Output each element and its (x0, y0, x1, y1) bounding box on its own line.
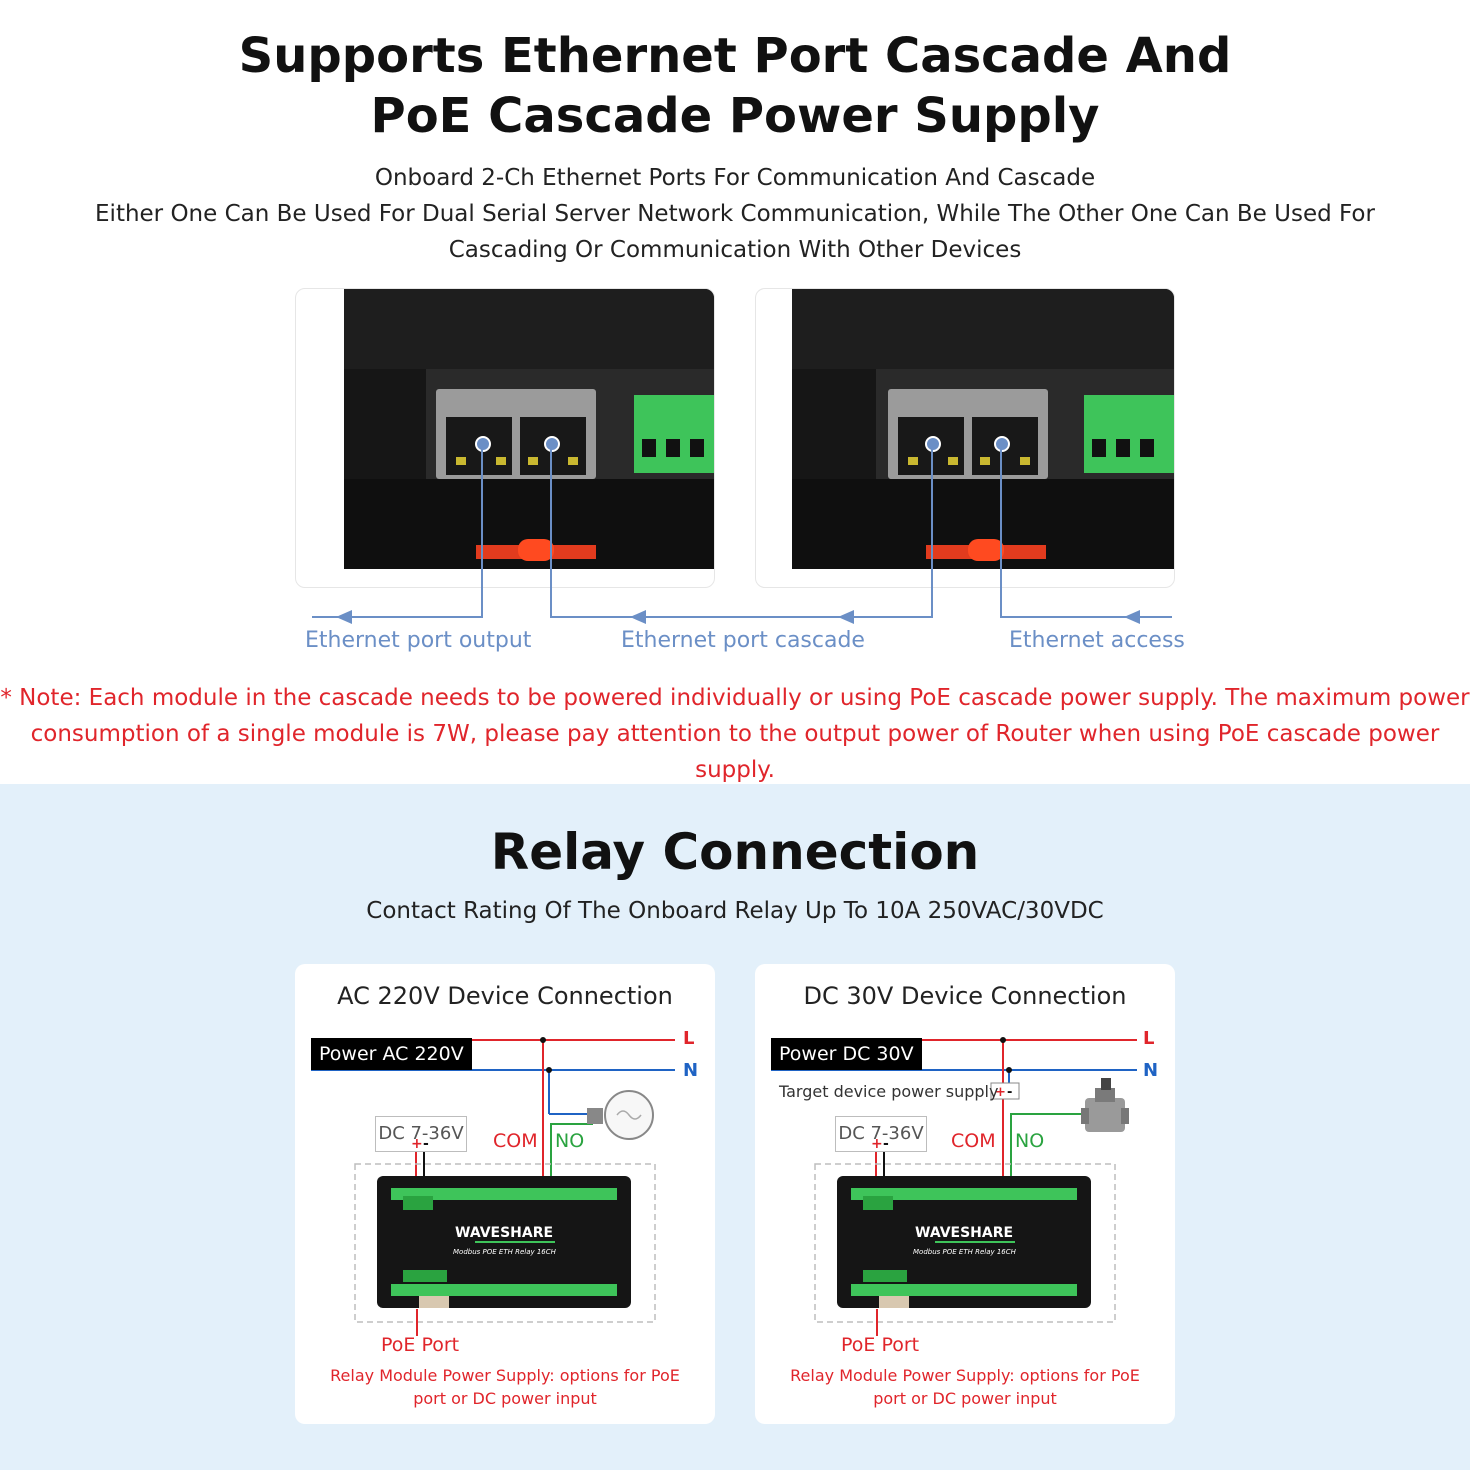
ethernet-module-illustration (792, 289, 1174, 569)
ac-wiring-diagram: WAVESHARE Modbus POE ETH Relay 16CH (311, 1037, 675, 1336)
cascade-title-line2: PoE Cascade Power Supply (370, 88, 1100, 144)
model-label: Modbus POE ETH Relay 16CH (453, 1248, 557, 1256)
live-line-label: L (1143, 1028, 1155, 1049)
brand-logo: WAVESHARE (455, 1225, 553, 1241)
arrow-left-icon (838, 610, 854, 624)
arrow-left-icon (1124, 610, 1140, 624)
model-label: Modbus POE ETH Relay 16CH (913, 1248, 1017, 1256)
plus-sign: + (871, 1136, 883, 1152)
minus-sign: - (883, 1136, 889, 1152)
poe-port-label: PoE Port (841, 1334, 920, 1356)
relay-section (0, 784, 1470, 1470)
cascade-section: Supports Ethernet Port Cascade And PoE C… (0, 28, 1470, 783)
ac-power-label: Power AC 220V (311, 1038, 472, 1070)
solenoid-valve-icon (1081, 1078, 1129, 1132)
supply-note-line1: Relay Module Power Supply: options for P… (330, 1366, 680, 1385)
poe-port-label: PoE Port (381, 1334, 460, 1356)
relay-module-illustration: WAVESHARE Modbus POE ETH Relay 16CH (837, 1176, 1091, 1308)
light-bulb-icon (587, 1090, 654, 1140)
live-line-label: L (683, 1028, 695, 1049)
cascade-title-line1: Supports Ethernet Port Cascade And (238, 28, 1232, 84)
plus-sign: + (411, 1136, 423, 1152)
ethernet-module-illustration (344, 289, 714, 569)
svg-text:-: - (1007, 1085, 1012, 1100)
module-photo-1 (295, 288, 715, 588)
ethernet-access-label: Ethernet access (1009, 628, 1185, 653)
arrow-left-icon (336, 610, 352, 624)
supply-note-line2: port or DC power input (873, 1389, 1057, 1408)
target-supply-label: Target device power supply (779, 1082, 999, 1101)
dc-connection-card: + - WAVESHARE Modbus POE ETH Relay 16CH … (755, 964, 1175, 1424)
ac-card-title: AC 220V Device Connection (337, 982, 673, 1010)
cascade-subtitle-line2: Either One Can Be Used For Dual Serial S… (95, 201, 1375, 227)
arrow-left-icon (630, 610, 646, 624)
no-label: NO (555, 1130, 585, 1152)
supply-note: Relay Module Power Supply: options for P… (295, 1364, 715, 1410)
brand-logo: WAVESHARE (915, 1225, 1013, 1241)
relay-module-illustration: WAVESHARE Modbus POE ETH Relay 16CH (377, 1176, 631, 1308)
power-note-line2: consumption of a single module is 7W, pl… (30, 721, 1440, 783)
no-label: NO (1015, 1130, 1045, 1152)
com-label: COM (951, 1130, 996, 1152)
neutral-line-label: N (1143, 1060, 1159, 1081)
ethernet-flow-lines (312, 442, 1172, 624)
ac-connection-card: WAVESHARE Modbus POE ETH Relay 16CH AC 2… (295, 964, 715, 1424)
relay-title: Relay Connection (490, 823, 980, 881)
power-note-line1: * Note: Each module in the cascade needs… (0, 685, 1470, 711)
neutral-line-label: N (683, 1060, 699, 1081)
dc-card-title: DC 30V Device Connection (803, 982, 1127, 1010)
svg-text:+: + (995, 1085, 1006, 1100)
supply-note: Relay Module Power Supply: options for P… (755, 1364, 1175, 1410)
relay-subtitle: Contact Rating Of The Onboard Relay Up T… (366, 898, 1104, 924)
dc-wiring-diagram: + - WAVESHARE Modbus POE ETH Relay 16CH (771, 1037, 1137, 1336)
dc-input-label: DC 7-36V (375, 1116, 467, 1152)
minus-sign: - (423, 1136, 429, 1152)
dc-input-label: DC 7-36V (835, 1116, 927, 1152)
supply-note-line1: Relay Module Power Supply: options for P… (790, 1366, 1140, 1385)
ethernet-cascade-label: Ethernet port cascade (621, 628, 865, 653)
cascade-subtitle-line3: Cascading Or Communication With Other De… (448, 237, 1022, 263)
com-label: COM (493, 1130, 538, 1152)
dc-power-label: Power DC 30V (771, 1038, 922, 1070)
ethernet-output-label: Ethernet port output (305, 628, 532, 653)
cascade-subtitle-line1: Onboard 2-Ch Ethernet Ports For Communic… (374, 165, 1096, 191)
module-photo-2 (755, 288, 1175, 588)
supply-note-line2: port or DC power input (413, 1389, 597, 1408)
